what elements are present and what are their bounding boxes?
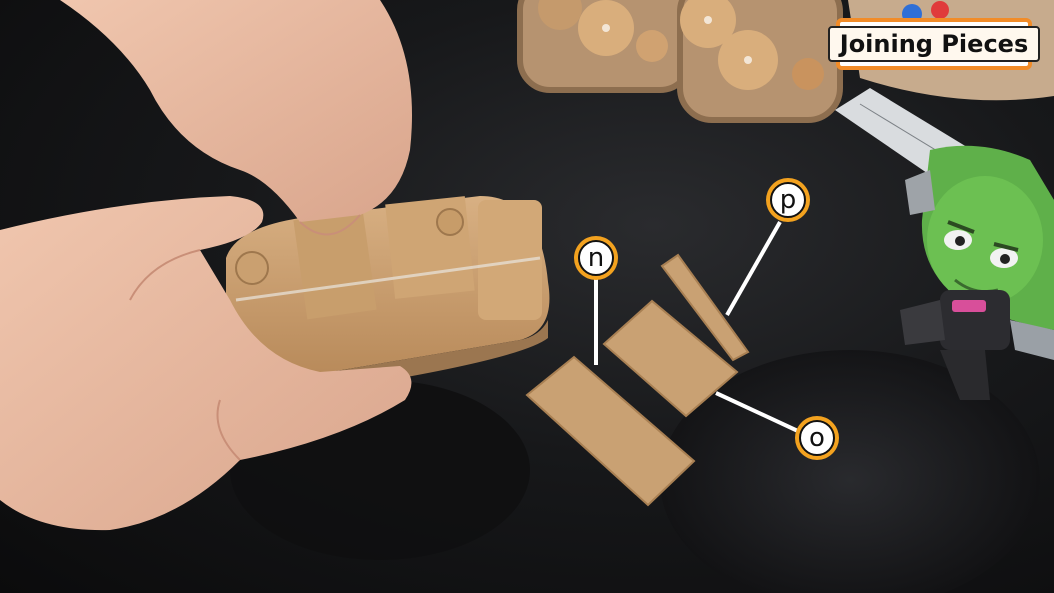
title-badge-text: Joining Pieces [827,26,1041,62]
wheel-tray-right [677,0,843,123]
marker-o: o [795,416,839,460]
piece-n [525,355,696,507]
cardboard-camera [226,196,550,392]
marker-n-label: n [578,240,614,276]
piece-o [602,299,739,418]
marker-p-label: p [770,182,806,218]
marker-p: p [766,178,810,222]
hand-top [60,0,412,236]
title-badge: Joining Pieces [827,18,1041,70]
marker-o-label: o [799,420,835,456]
wheel-tray-left [517,0,693,93]
toy-figure [900,145,1054,400]
piece-p [660,253,750,362]
hand-bottom [0,196,412,531]
marker-n: n [574,236,618,280]
